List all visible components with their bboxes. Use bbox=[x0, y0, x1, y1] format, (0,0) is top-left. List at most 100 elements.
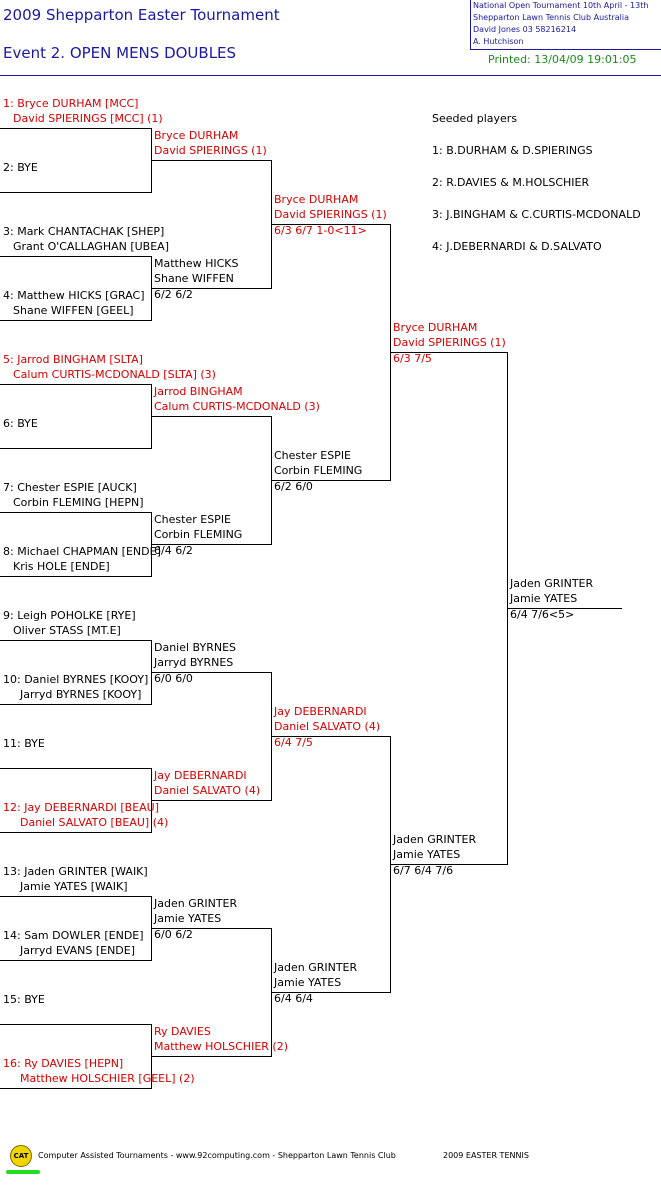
player-name-2: Daniel SALVATO (4) bbox=[154, 784, 261, 797]
tournament-title: 2009 Shepparton Easter Tournament bbox=[3, 6, 280, 24]
bracket-line bbox=[0, 960, 151, 961]
player-name-2: Shane WIFFEN [GEEL] bbox=[13, 304, 134, 317]
player-name-2: David SPIERINGS (1) bbox=[393, 336, 506, 349]
player-name-1: Jaden GRINTER bbox=[154, 897, 238, 910]
player-name-1: Chester ESPIE bbox=[154, 513, 232, 526]
player-name-1: Jaden GRINTER bbox=[274, 961, 358, 974]
bracket-line bbox=[0, 512, 151, 513]
header-divider bbox=[0, 75, 661, 76]
player-name-1: Bryce DURHAM bbox=[274, 193, 359, 206]
bracket-line bbox=[271, 736, 390, 737]
tournament-info-box: National Open Tournament 10th April - 13… bbox=[470, 0, 661, 50]
player-name-2: David SPIERINGS (1) bbox=[274, 208, 387, 221]
player-name-1: 12: Jay DEBERNARDI [BEAU] bbox=[3, 801, 160, 814]
player-name-1: Daniel BYRNES bbox=[154, 641, 237, 654]
player-name-2: Jamie YATES bbox=[510, 592, 578, 605]
seeded-item: 1: B.DURHAM & D.SPIERINGS bbox=[432, 144, 593, 157]
bracket-line bbox=[151, 800, 271, 801]
player-name-1: 7: Chester ESPIE [AUCK] bbox=[3, 481, 137, 494]
logo-underline bbox=[6, 1170, 40, 1174]
player-name-2: Shane WIFFEN bbox=[154, 272, 234, 285]
match-score: 6/4 6/4 bbox=[274, 992, 313, 1005]
match-score: 6/7 6/4 7/6 bbox=[393, 864, 454, 877]
bracket-line bbox=[0, 448, 151, 449]
player-name-1: 1: Bryce DURHAM [MCC] bbox=[3, 97, 139, 110]
printed-timestamp: Printed: 13/04/09 19:01:05 bbox=[488, 53, 637, 66]
player-name-2: Jamie YATES [WAIK] bbox=[20, 880, 128, 893]
player-name-1: 16: Ry DAVIES [HEPN] bbox=[3, 1057, 124, 1070]
player-name-1: Chester ESPIE bbox=[274, 449, 352, 462]
bracket-line bbox=[0, 896, 151, 897]
bracket-line bbox=[151, 672, 271, 673]
bracket-line bbox=[271, 480, 390, 481]
bracket-line bbox=[151, 544, 271, 545]
player-name-2: Corbin FLEMING bbox=[274, 464, 363, 477]
player-name-1: Ry DAVIES bbox=[154, 1025, 211, 1038]
bracket-line bbox=[0, 1088, 151, 1089]
bracket-line bbox=[151, 1056, 271, 1057]
bracket-line bbox=[271, 992, 390, 993]
player-name-1: Bryce DURHAM bbox=[393, 321, 478, 334]
player-name-2: Jamie YATES bbox=[393, 848, 461, 861]
seeded-item: 3: J.BINGHAM & C.CURTIS-MCDONALD bbox=[432, 208, 641, 221]
bracket-line bbox=[0, 256, 151, 257]
player-name-2: Oliver STASS [MT.E] bbox=[13, 624, 121, 637]
player-name-1: Jay DEBERNARDI bbox=[274, 705, 367, 718]
player-name-2: Matthew HOLSCHIER (2) bbox=[154, 1040, 288, 1053]
player-name-2: Grant O'CALLAGHAN [UBEA] bbox=[13, 240, 169, 253]
bracket-line bbox=[0, 128, 151, 129]
player-name-1: Bryce DURHAM bbox=[154, 129, 239, 142]
player-name-1: 8: Michael CHAPMAN [ENDE] bbox=[3, 545, 161, 558]
cat-logo-icon: CAT bbox=[10, 1145, 32, 1167]
player-name-2: Daniel SALVATO [BEAU] (4) bbox=[20, 816, 169, 829]
bracket-line bbox=[0, 1024, 151, 1025]
player-name-1: Matthew HICKS bbox=[154, 257, 239, 270]
player-name-1: 3: Mark CHANTACHAK [SHEP] bbox=[3, 225, 165, 238]
player-name-1: Jaden GRINTER bbox=[393, 833, 477, 846]
bracket-line bbox=[390, 864, 507, 865]
match-score: 6/2 6/0 bbox=[274, 480, 313, 493]
player-name-2: Calum CURTIS-MCDONALD [SLTA] (3) bbox=[13, 368, 216, 381]
bracket-line bbox=[0, 192, 151, 193]
player-name-1: Jarrod BINGHAM bbox=[154, 385, 243, 398]
match-score: 6/2 6/2 bbox=[154, 288, 193, 301]
player-name-2: Jarryd BYRNES bbox=[154, 656, 234, 669]
seeded-item: 2: R.DAVIES & M.HOLSCHIER bbox=[432, 176, 590, 189]
match-score: 6/0 6/0 bbox=[154, 672, 193, 685]
player-name-2: Calum CURTIS-MCDONALD (3) bbox=[154, 400, 320, 413]
match-score: 6/4 7/5 bbox=[274, 736, 313, 749]
match-score: 6/4 7/6<5> bbox=[510, 608, 575, 621]
seeded-item: 4: J.DEBERNARDI & D.SALVATO bbox=[432, 240, 602, 253]
match-score: 6/4 6/2 bbox=[154, 544, 193, 557]
player-name-2: David SPIERINGS (1) bbox=[154, 144, 267, 157]
player-name-1: 13: Jaden GRINTER [WAIK] bbox=[3, 865, 148, 878]
player-name-2: Matthew HOLSCHIER [GEEL] (2) bbox=[20, 1072, 195, 1085]
player-name-1: Jay DEBERNARDI bbox=[154, 769, 247, 782]
player-name-2: Kris HOLE [ENDE] bbox=[13, 560, 110, 573]
footer-credit: Computer Assisted Tournaments - www.92co… bbox=[38, 1151, 396, 1160]
bracket-line bbox=[0, 384, 151, 385]
bracket-line bbox=[151, 288, 271, 289]
player-name-1: 5: Jarrod BINGHAM [SLTA] bbox=[3, 353, 143, 366]
player-name-1: 15: BYE bbox=[3, 993, 45, 1006]
match-score: 6/0 6/2 bbox=[154, 928, 193, 941]
player-name-2: Jarryd EVANS [ENDE] bbox=[20, 944, 136, 957]
bracket-line bbox=[390, 352, 507, 353]
player-name-1: 11: BYE bbox=[3, 737, 45, 750]
info-line: Shepparton Lawn Tennis Club Australia bbox=[473, 13, 629, 22]
player-name-2: David SPIERINGS [MCC] (1) bbox=[13, 112, 163, 125]
player-name-1: Jaden GRINTER bbox=[510, 577, 594, 590]
bracket-line bbox=[507, 608, 622, 609]
bracket-line bbox=[151, 928, 271, 929]
footer-event: 2009 EASTER TENNIS bbox=[443, 1151, 529, 1160]
player-name-1: 9: Leigh POHOLKE [RYE] bbox=[3, 609, 136, 622]
match-score: 6/3 7/5 bbox=[393, 352, 432, 365]
bracket-line bbox=[0, 576, 151, 577]
event-title: Event 2. OPEN MENS DOUBLES bbox=[3, 44, 237, 62]
bracket-line bbox=[0, 832, 151, 833]
player-name-1: 10: Daniel BYRNES [KOOY] bbox=[3, 673, 149, 686]
bracket-line bbox=[0, 640, 151, 641]
player-name-2: Jamie YATES bbox=[154, 912, 222, 925]
info-line: A. Hutchison bbox=[473, 37, 524, 46]
bracket-line bbox=[0, 704, 151, 705]
